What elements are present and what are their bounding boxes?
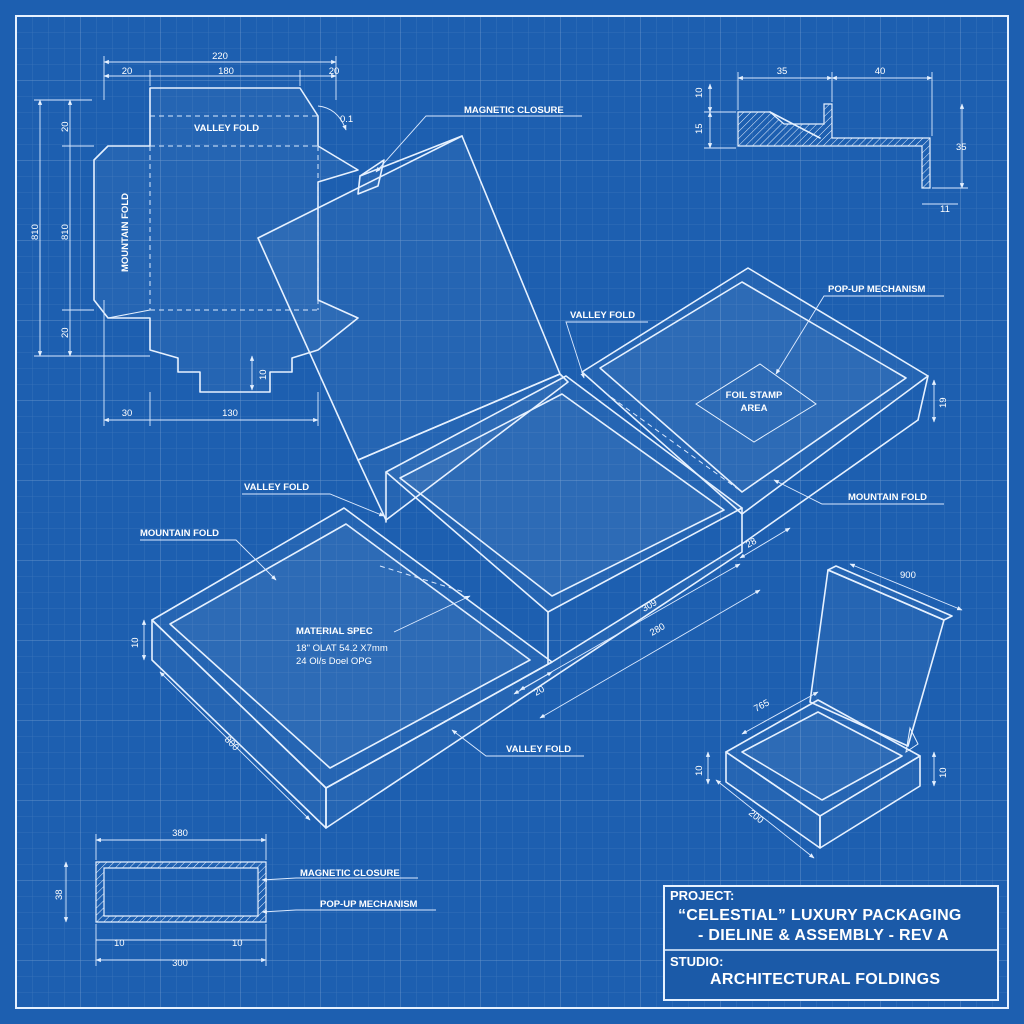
section-detail: 380 38 10 10 300 MAGNETIC CLOSURE POP-UP… xyxy=(54,828,436,969)
dim-tab-h: 10 xyxy=(258,369,269,380)
small-dim-lid: 900 xyxy=(900,570,916,581)
callout-mountain-fold-left: MOUNTAIN FOLD xyxy=(140,528,219,539)
foil-stamp-line2: AREA xyxy=(741,403,768,414)
title-studio-label: STUDIO: xyxy=(670,954,723,969)
profile-dim-h2: 15 xyxy=(694,123,705,134)
main-dim-d6: 20 xyxy=(532,684,547,699)
section-magnetic-closure: MAGNETIC CLOSURE xyxy=(300,868,400,879)
material-spec-line1: 18" OLAT 54.2 X7mm xyxy=(296,643,388,654)
dim-mid: 180 xyxy=(218,66,234,77)
material-spec-line2: 24 Ol/s Doel OPG xyxy=(296,656,372,667)
dim-right: 20 xyxy=(329,66,340,77)
small-dim-h-left: 10 xyxy=(694,765,705,776)
section-dim-left-w: 10 xyxy=(114,938,125,949)
profile-dim-base: 11 xyxy=(940,204,950,215)
blueprint-grid xyxy=(16,16,1008,1008)
section-dim-bottom: 300 xyxy=(172,958,188,969)
dim-overall: 220 xyxy=(212,51,228,62)
dim-side-a: 810 xyxy=(30,224,41,240)
dim-bottom-left: 30 xyxy=(122,408,133,419)
profile-dim-h1: 10 xyxy=(694,87,705,98)
title-block: PROJECT: “CELESTIAL” LUXURY PACKAGING - … xyxy=(663,885,999,1001)
callout-valley-fold-left: VALLEY FOLD xyxy=(244,482,309,493)
callouts: MAGNETIC CLOSURE POP-UP MECHANISM VALLEY… xyxy=(140,105,944,757)
dim-side-top: 20 xyxy=(60,121,71,132)
callout-valley-fold-center: VALLEY FOLD xyxy=(570,310,635,321)
main-dim-d3: 28 xyxy=(744,536,759,551)
dieline-valley-fold-label: VALLEY FOLD xyxy=(194,123,259,134)
dim-side-b: 810 xyxy=(60,224,71,240)
small-dim-h-right: 10 xyxy=(938,767,949,778)
profile-dim-h3: 35 xyxy=(956,142,967,153)
dim-side-c: 20 xyxy=(60,327,71,338)
callout-valley-fold-bottom: VALLEY FOLD xyxy=(506,744,571,755)
callout-mountain-fold-right: MOUNTAIN FOLD xyxy=(848,492,927,503)
dieline-mountain-fold-label: MOUNTAIN FOLD xyxy=(120,193,131,272)
title-project-line2: - DIELINE & ASSEMBLY - REV A xyxy=(698,927,949,944)
foil-stamp-line1: FOIL STAMP xyxy=(726,390,783,401)
section-dim-top: 380 xyxy=(172,828,188,839)
dim-bottom-mid: 130 xyxy=(222,408,238,419)
dim-left: 20 xyxy=(122,66,133,77)
section-dim-left-h: 38 xyxy=(54,889,65,900)
main-dim-d7: 19 xyxy=(938,397,949,408)
main-exploded-box: FOIL STAMP AREA 10 800 28 309 280 20 19 xyxy=(130,135,949,829)
profile-dim-w2: 40 xyxy=(875,66,886,77)
sheet-border xyxy=(15,15,1009,1009)
callout-magnetic-closure: MAGNETIC CLOSURE xyxy=(464,105,564,116)
section-dim-right-w: 10 xyxy=(232,938,243,949)
callout-pop-up-mechanism: POP-UP MECHANISM xyxy=(828,284,926,295)
callout-material-spec: MATERIAL SPEC xyxy=(296,626,373,637)
profile-dim-w1: 35 xyxy=(777,66,788,77)
title-studio-name: ARCHITECTURAL FOLDINGS xyxy=(710,971,940,988)
main-dim-d1: 10 xyxy=(130,637,141,648)
title-project-line1: “CELESTIAL” LUXURY PACKAGING xyxy=(678,907,962,924)
dim-tab-angle: 0.1 xyxy=(340,114,353,125)
profile-detail: 35 40 10 15 35 11 xyxy=(694,66,968,215)
title-project-label: PROJECT: xyxy=(670,888,734,903)
dieline-flat: VALLEY FOLD MOUNTAIN FOLD 220 20 180 20 … xyxy=(30,51,359,426)
section-pop-up-mechanism: POP-UP MECHANISM xyxy=(320,899,418,910)
